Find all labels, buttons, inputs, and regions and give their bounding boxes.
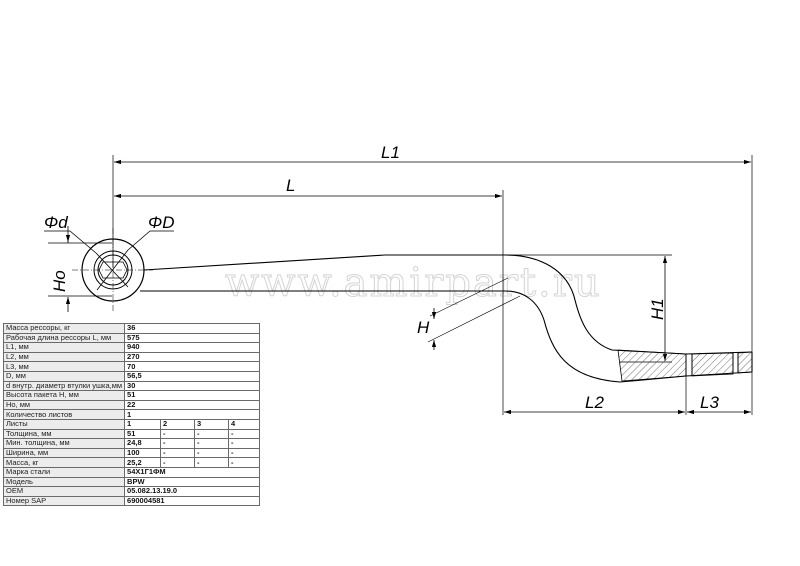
- spec-label: L1, мм: [2, 342, 126, 353]
- leaf-cell: -: [194, 447, 230, 459]
- spec-label: Количество листов: [2, 409, 126, 420]
- leaf-row-label: Толщина, мм: [2, 428, 126, 440]
- leaf-row: Масса, кг 25,2 - - -: [2, 457, 261, 468]
- spec-value: 36: [124, 323, 261, 334]
- dimension-lines: [44, 159, 751, 415]
- leaf-end-section: [617, 349, 753, 382]
- extension-lines: [48, 155, 753, 415]
- spec-label: Высота пакета H, мм: [2, 390, 126, 401]
- spec-label: Масса рессоры, кг: [2, 323, 126, 334]
- dim-L-label: L: [286, 176, 295, 195]
- leaf-col: 3: [194, 418, 230, 430]
- spec-label: Рабочая длина рессоры L, мм: [2, 332, 126, 344]
- leaf-row-label: Мин. толщина, мм: [2, 438, 126, 449]
- dim-H1-label: H1: [648, 298, 667, 320]
- spec-value: 51: [124, 390, 261, 401]
- spec-value: 22: [124, 399, 261, 411]
- leaf-row-label: Масса, кг: [2, 457, 126, 468]
- leaf-cell: 51: [124, 428, 162, 440]
- leaf-cell: 100: [124, 447, 162, 459]
- dim-L1-label: L1: [381, 143, 400, 162]
- dim-D-label: ΦD: [148, 213, 175, 232]
- spec-value: 05.082.13.19.0: [124, 486, 261, 497]
- dim-d-label: Φd: [44, 213, 68, 232]
- leaf-cell: -: [228, 457, 261, 468]
- leaf-cell: -: [194, 428, 230, 440]
- spec-label: D, мм: [2, 370, 126, 382]
- leaves-header-label: Листы: [2, 418, 126, 430]
- leaf-row: Мин. толщина, мм 24,8 - - -: [2, 438, 261, 449]
- leaves-header-row: Листы 1 2 3 4: [2, 418, 261, 430]
- leaf-col: 2: [160, 418, 196, 430]
- leaf-cell: -: [160, 447, 196, 459]
- leaf-cell: -: [228, 447, 261, 459]
- spec-value: 30: [124, 380, 261, 392]
- leaf-cell: 25,2: [124, 457, 162, 468]
- leaf-cell: -: [194, 438, 230, 449]
- leaf-col: 4: [228, 418, 261, 430]
- leaf-cell: -: [194, 457, 230, 468]
- spec-value: 54Х1Г1ФМ: [124, 466, 261, 478]
- spec-label: Марка стали: [2, 466, 126, 478]
- dim-Ho-label: Ho: [50, 270, 69, 292]
- dim-H-label: H: [417, 318, 430, 337]
- leaf-cell: -: [228, 428, 261, 440]
- leaf-cell: -: [160, 457, 196, 468]
- spring-eye: [72, 228, 153, 312]
- leaf-row-label: Ширина, мм: [2, 447, 126, 459]
- spec-label: d внутр. диаметр втулки ушка,мм: [2, 380, 126, 392]
- watermark: www.amirpart.ru: [225, 260, 602, 306]
- spec-label: L3, мм: [2, 361, 126, 372]
- spec-value: 270: [124, 351, 261, 363]
- spec-label: OEM: [2, 486, 126, 497]
- spec-value: 70: [124, 361, 261, 372]
- spec-value: BPW: [124, 476, 261, 488]
- spec-value: 575: [124, 332, 261, 344]
- leaf-row: Толщина, мм 51 - - -: [2, 428, 261, 440]
- spec-label: Ho, мм: [2, 399, 126, 411]
- spec-value: 56,5: [124, 370, 261, 382]
- leaf-cell: -: [228, 438, 261, 449]
- spec-label: Модель: [2, 476, 126, 488]
- spec-value: 690004581: [124, 495, 261, 507]
- dim-L3-label: L3: [700, 393, 719, 412]
- spec-value: 1: [124, 409, 261, 420]
- leaf-row: Ширина, мм 100 - - -: [2, 447, 261, 459]
- leaf-col: 1: [124, 418, 162, 430]
- dim-L2-label: L2: [585, 393, 604, 412]
- leaf-cell: -: [160, 428, 196, 440]
- spec-value: 940: [124, 342, 261, 353]
- leaf-cell: 24,8: [124, 438, 162, 449]
- spec-label: Номер SAP: [2, 495, 126, 507]
- spec-label: L2, мм: [2, 351, 126, 363]
- leaf-cell: -: [160, 438, 196, 449]
